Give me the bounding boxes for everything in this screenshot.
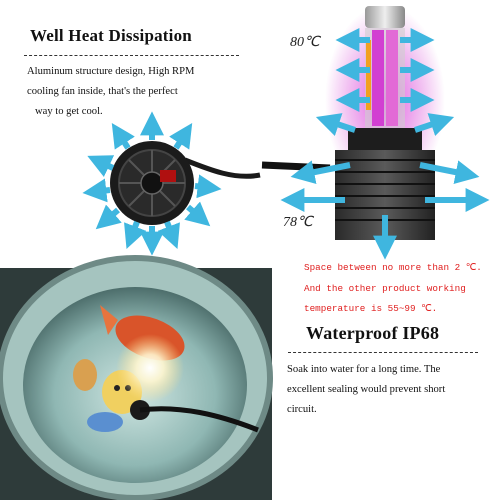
waterproof-description: Soak into water for a long time. The exc… <box>287 360 487 420</box>
bulb-cap <box>365 6 405 28</box>
led-strip <box>372 30 384 126</box>
spacing-note-line-2: And the other product working <box>304 282 466 294</box>
fan-airflow-arrows <box>82 111 222 256</box>
heat-desc-line-1: Aluminum structure design, High RPM <box>27 66 195 77</box>
waterproof-desc-line-3: circuit. <box>287 404 317 415</box>
waterproof-desc-line-1: Soak into water for a long time. The <box>287 364 441 375</box>
heat-dissipation-title: Well Heat Dissipation <box>30 26 192 45</box>
waterproof-desc-line-2: excellent sealing would prevent short <box>287 384 446 395</box>
waterproof-title: Waterproof IP68 <box>306 323 440 343</box>
heat-description: Aluminum structure design, High RPM cool… <box>27 62 257 122</box>
heat-desc-line-3: way to get cool. <box>35 106 103 117</box>
lit-bulb <box>116 334 184 402</box>
bottom-temperature-label: 78℃ <box>283 215 313 230</box>
spacing-note-line-3: temperature is 55~99 ℃. <box>304 303 438 314</box>
bulb-airflow-arrows <box>280 27 490 260</box>
top-temperature-label: 80℃ <box>290 35 320 50</box>
heat-desc-line-2: cooling fan inside, that's the perfect <box>27 86 178 97</box>
submerged-cable <box>139 406 259 433</box>
waterproof-title-divider <box>288 352 478 353</box>
spacing-note-line-1: Space between no more than 2 ℃. <box>304 262 482 273</box>
heat-title-divider <box>24 55 239 56</box>
spacing-note: Space between no more than 2 ℃. And the … <box>304 258 482 320</box>
